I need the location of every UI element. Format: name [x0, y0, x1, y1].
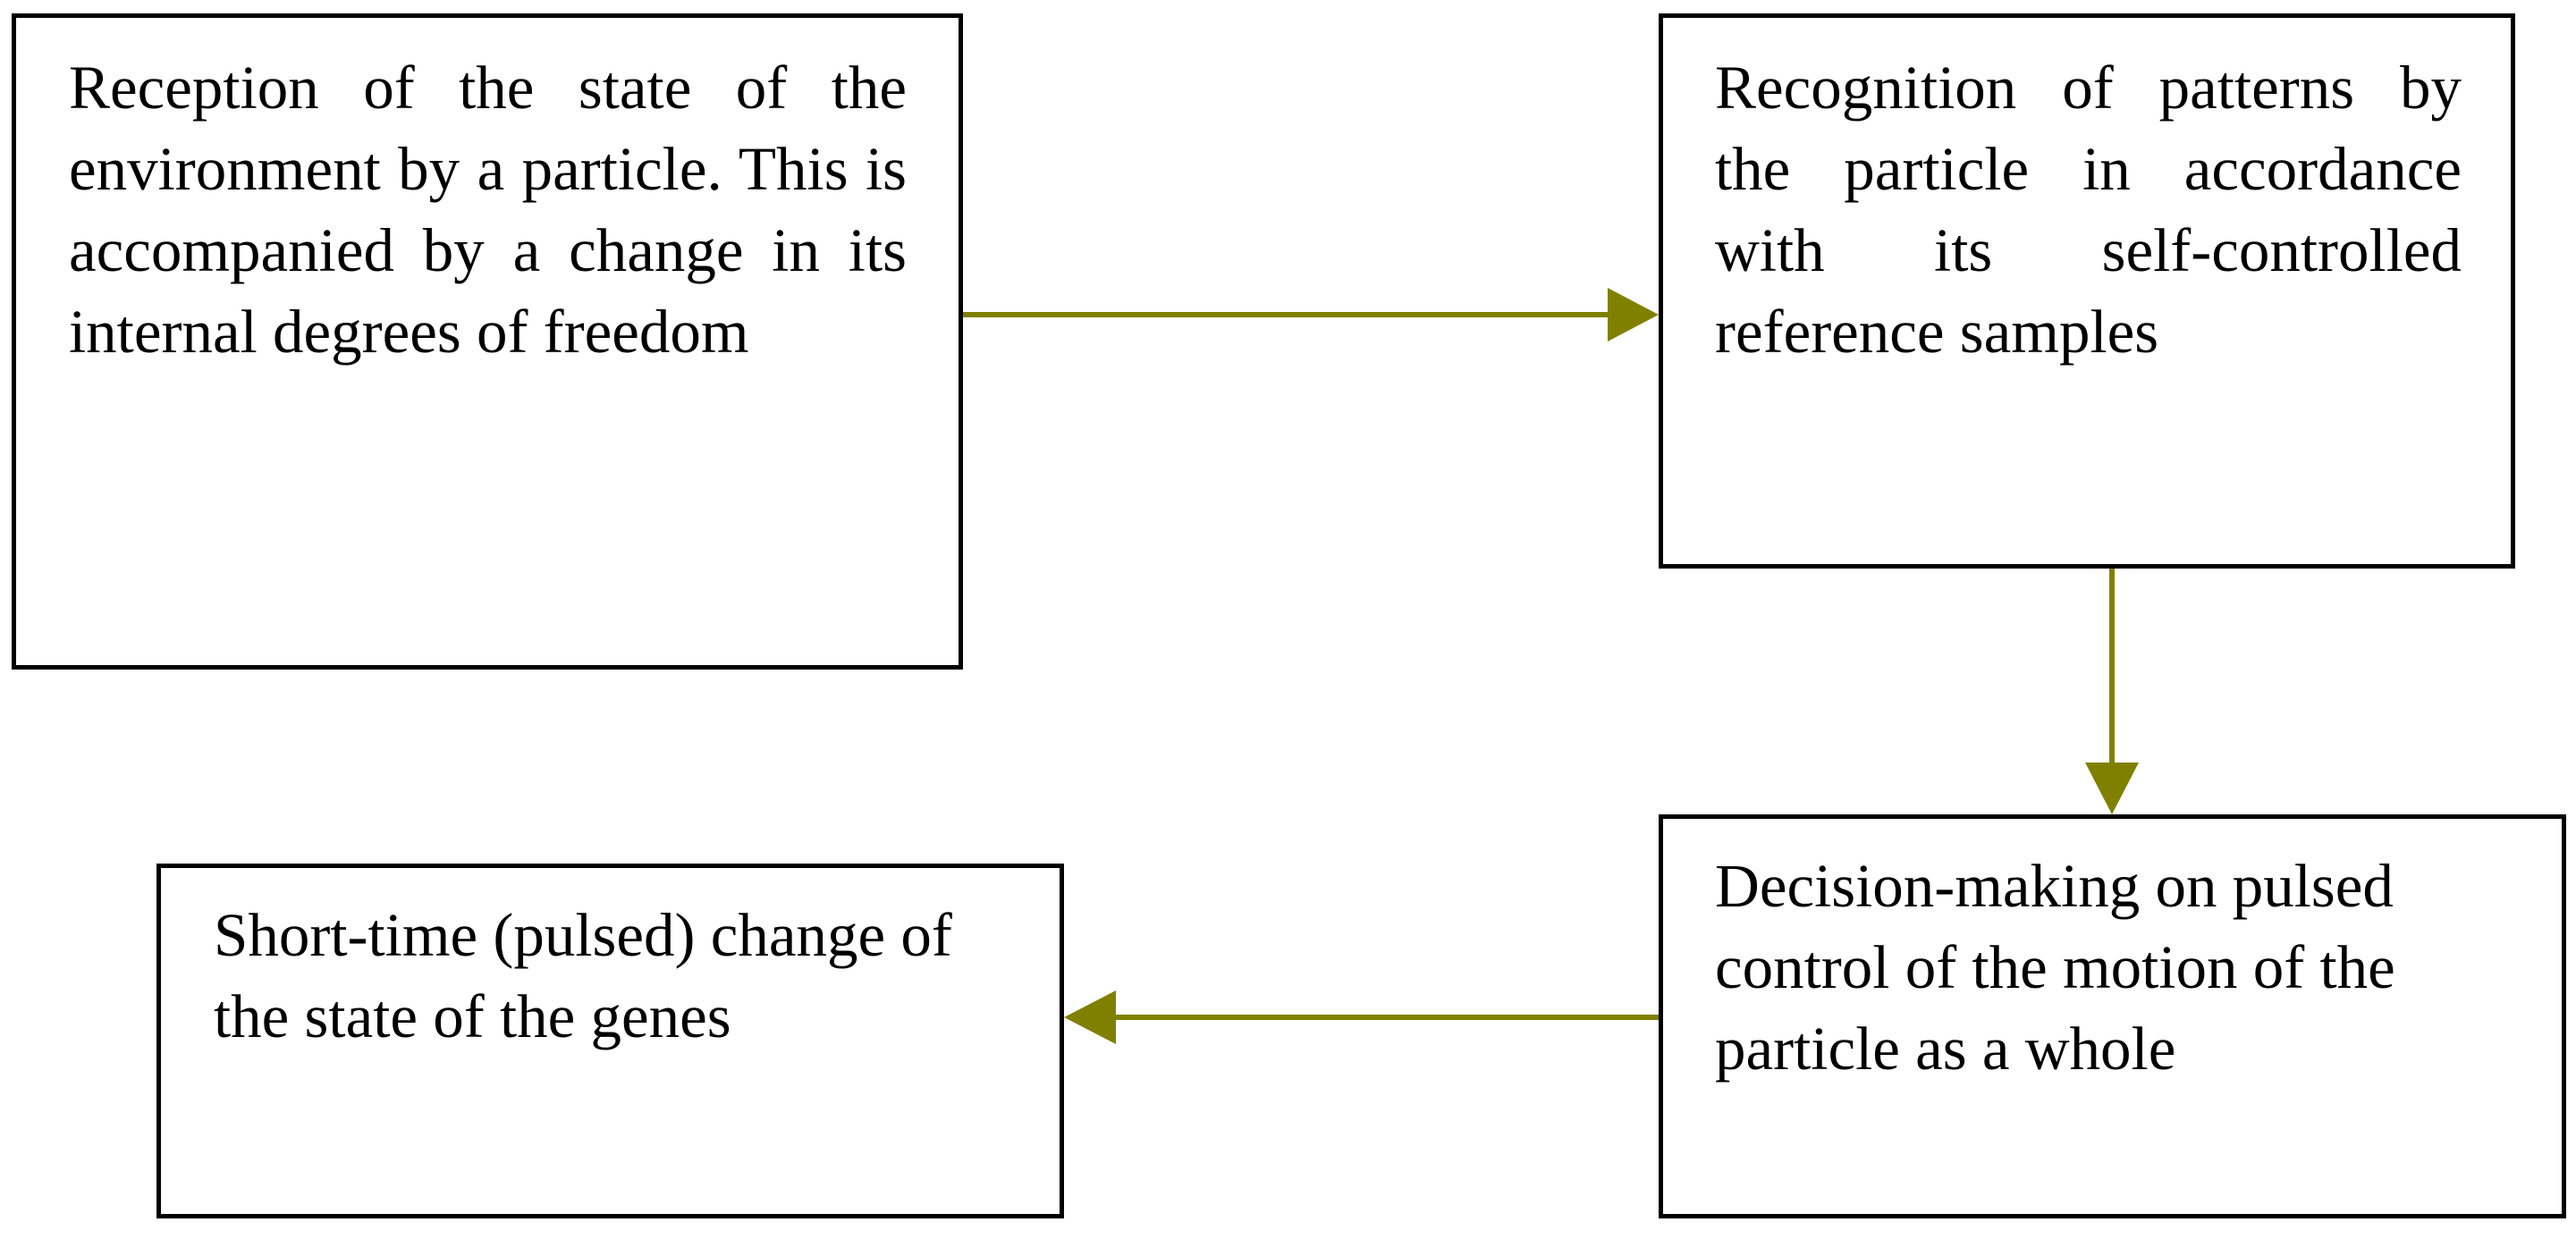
decision-text: Decision-making on pulsed control of the… [1715, 852, 2395, 1083]
arrow-reception-to-recognition [963, 288, 1659, 341]
reception-text: Reception of the state of the environmen… [69, 54, 907, 366]
change-text: Short-time (pulsed) change of the state … [214, 901, 952, 1050]
decision-box [1659, 814, 2566, 1218]
recognition-text: Recognition of patterns by the particle … [1715, 54, 2462, 366]
recognition-box [1659, 13, 2515, 569]
arrow-decision-to-change [1064, 990, 1659, 1044]
reception-box [12, 13, 963, 670]
arrow-recognition-to-decision [2085, 569, 2139, 814]
change-box [156, 864, 1064, 1218]
